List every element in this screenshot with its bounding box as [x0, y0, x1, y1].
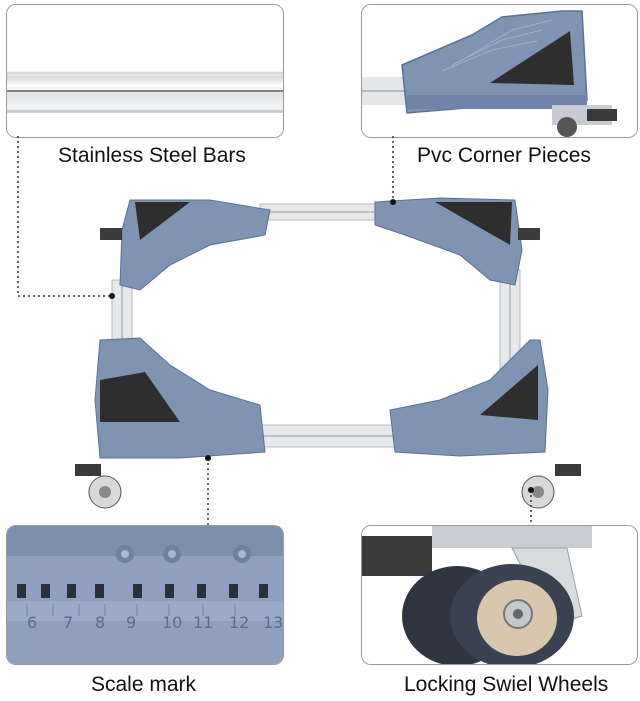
scale-number: 10	[162, 613, 182, 632]
caption-locking-wheels: Locking Swiel Wheels	[404, 673, 609, 696]
locking-wheels-panel	[361, 525, 638, 665]
caption-pvc-corners: Pvc Corner Pieces	[417, 144, 591, 167]
scale-number: 9	[126, 613, 136, 632]
scale-number: 7	[63, 613, 73, 632]
scale-mark-closeup-image: 6 7 8 9 10 11 12 13	[7, 526, 283, 664]
pvc-corner-panel	[361, 4, 638, 138]
scale-number: 12	[229, 613, 249, 632]
caption-steel-bars: Stainless Steel Bars	[58, 144, 246, 167]
scale-number: 13	[263, 613, 283, 632]
steel-bars-panel	[6, 4, 284, 138]
furniture-base-stand-image	[75, 197, 581, 509]
locking-wheel-closeup-image	[362, 526, 637, 664]
scale-number: 6	[27, 613, 37, 632]
caption-scale-mark: Scale mark	[91, 673, 197, 696]
scale-number: 11	[193, 613, 213, 632]
scale-number: 8	[95, 613, 105, 632]
scale-mark-panel: 6 7 8 9 10 11 12 13	[6, 525, 284, 665]
steel-bar-closeup-image	[7, 5, 283, 137]
pvc-corner-closeup-image	[362, 5, 637, 137]
